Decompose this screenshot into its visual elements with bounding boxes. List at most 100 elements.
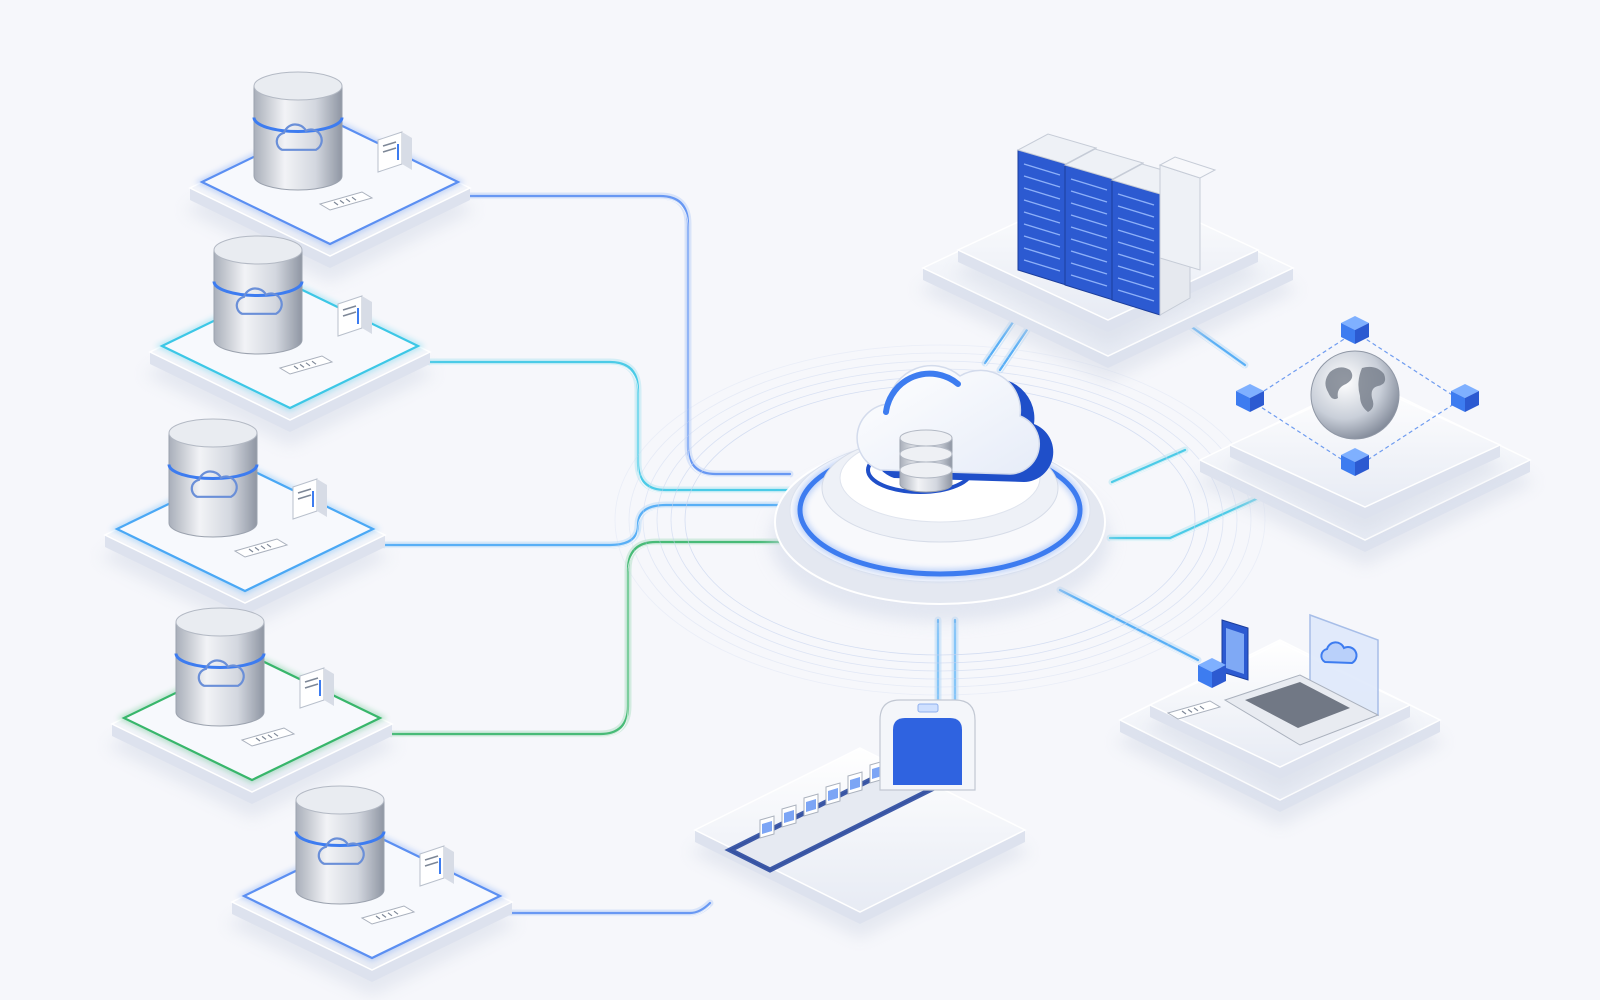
cube-right: [1465, 391, 1479, 412]
cloud-highlight: [883, 370, 961, 415]
document-box-icon: [292, 478, 327, 520]
rack-slot: [1023, 235, 1061, 248]
hub-ripple-ring: [642, 360, 1238, 680]
box-detail: [342, 305, 357, 311]
box-detail: [382, 141, 397, 147]
box-detail: [424, 855, 439, 861]
database-cylinder-icon: [212, 235, 304, 355]
cylinder-band: [174, 653, 266, 669]
rack-slot: [1070, 250, 1108, 263]
file-card-icon: [278, 355, 334, 375]
card-line: [1187, 708, 1193, 713]
laptop-icon: [1223, 613, 1380, 746]
card-line: [260, 545, 266, 550]
source-db-5: [226, 785, 518, 996]
box-side: [317, 479, 327, 517]
card-line: [1181, 710, 1187, 715]
card-top: [318, 191, 374, 211]
cloud-icon: [190, 470, 238, 498]
card-line: [381, 913, 387, 918]
package-label: [828, 788, 838, 801]
rack-slot: [1117, 205, 1155, 218]
network-node-cube-icon: [1341, 448, 1369, 476]
card-line: [261, 735, 267, 740]
database-cylinder-icon: [252, 71, 344, 191]
cylinder-body: [253, 85, 343, 191]
cube-left: [1451, 391, 1465, 412]
card-line: [311, 360, 317, 365]
cylinder-band: [252, 117, 344, 133]
rack-slot: [1070, 274, 1108, 287]
box-side: [324, 668, 334, 706]
rack-slot: [1023, 199, 1061, 212]
processing-pipeline: [689, 699, 1031, 938]
cabinet-face: [1159, 164, 1201, 271]
document-box-icon: [299, 667, 334, 709]
conveyor-scanner-icon: [879, 699, 976, 791]
route-devices: [1058, 588, 1200, 662]
cloud-icon: [235, 287, 283, 315]
cube-right: [1212, 665, 1226, 688]
target-nodes: [689, 133, 1536, 938]
rack-slot: [1117, 193, 1155, 206]
iot-cube-icon: [1198, 658, 1226, 688]
rack-slot: [1070, 190, 1108, 203]
card-line: [266, 543, 272, 548]
cylinder-top: [213, 235, 303, 265]
phone-screen: [1226, 628, 1244, 674]
phone-icon: [1221, 619, 1249, 681]
db-disk-top: [899, 445, 953, 463]
package-label: [762, 821, 772, 834]
globe-sphere: [1310, 350, 1400, 440]
route-globe-a: [1110, 448, 1187, 484]
card-top: [1166, 700, 1222, 720]
box-side: [402, 132, 412, 170]
box-detail: [382, 147, 397, 153]
cube-right: [1355, 455, 1369, 476]
document-box-icon: [419, 845, 454, 887]
continent: [1325, 367, 1353, 400]
network-frame: [1248, 331, 1462, 469]
laptop-keyboard: [1245, 682, 1350, 728]
card-line: [255, 737, 261, 742]
card-line: [339, 199, 345, 204]
file-card-icon: [233, 538, 289, 558]
database-cylinder-icon: [294, 785, 386, 905]
route-source-3-rail: [384, 507, 791, 549]
cylinder-body: [213, 249, 303, 355]
cloud-icon: [275, 123, 323, 151]
route-source-5: [503, 901, 712, 915]
cylinder-body: [295, 799, 385, 905]
rack-slot: [1117, 289, 1155, 302]
document-box-icon: [377, 131, 412, 173]
hub-ripple-ring: [628, 352, 1252, 688]
cylinder-top: [295, 785, 385, 815]
card-line: [254, 546, 260, 551]
file-card-icon: [360, 905, 416, 925]
rack-slot: [1023, 175, 1061, 188]
source-db-4: [106, 607, 398, 818]
card-line: [351, 196, 357, 201]
card-line: [393, 910, 399, 915]
rack-slot: [1117, 241, 1155, 254]
package-icon: [781, 804, 797, 828]
package-icon: [847, 771, 863, 795]
route-source-4-rail: [391, 544, 791, 738]
route-source-4: [390, 540, 792, 736]
central-cloud-hub: [770, 364, 1110, 622]
rack-slot: [1117, 277, 1155, 290]
card-line: [387, 912, 393, 917]
box-detail: [297, 494, 312, 500]
rack-slot: [1117, 217, 1155, 230]
card-line: [267, 734, 273, 739]
server-cabinet: [1158, 156, 1217, 271]
card-line: [345, 198, 351, 203]
platform-top: [1228, 382, 1502, 508]
source-db-3: [99, 418, 391, 629]
cylinder-band: [212, 281, 304, 297]
database-cylinder-icon: [174, 607, 266, 727]
route-source-5-glow: [501, 899, 714, 917]
box-side: [444, 846, 454, 884]
db-disk-top: [899, 461, 953, 479]
